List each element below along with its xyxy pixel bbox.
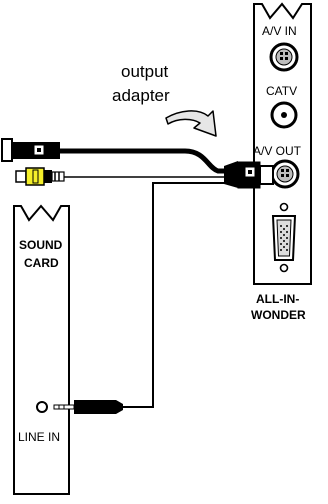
s-video-plug-icon — [1, 138, 60, 162]
aiw-card-bracket — [253, 2, 312, 285]
sound-card-title-line2: CARD — [24, 256, 59, 270]
output-adapter-label-line2: adapter — [112, 86, 170, 105]
vga-connector-icon — [271, 202, 297, 273]
catv-port-icon — [270, 101, 298, 129]
av-in-port-icon — [269, 42, 299, 72]
sound-card — [13, 204, 70, 495]
sound-card-bracket — [13, 204, 70, 495]
output-adapter-connector — [224, 161, 274, 189]
line-in-jack-icon — [36, 401, 48, 413]
callout-arrow-icon — [165, 110, 217, 137]
aiw-name-line1: ALL-IN- — [256, 292, 300, 306]
output-adapter-label-line1: output — [121, 62, 169, 81]
catv-label: CATV — [266, 84, 298, 98]
av-out-port-icon — [270, 159, 300, 189]
av-out-label: A/V OUT — [253, 144, 302, 158]
rca-plug-icon — [15, 167, 65, 186]
all-in-wonder-card — [253, 2, 312, 285]
s-video-cable — [57, 148, 247, 174]
sound-card-title-line1: SOUND — [19, 238, 63, 252]
line-in-label: LINE IN — [18, 430, 61, 444]
aiw-name-line2: WONDER — [251, 308, 306, 322]
audio-cable — [123, 182, 244, 408]
av-in-label: A/V IN — [262, 24, 297, 38]
mini-jack-plug-icon — [53, 400, 123, 414]
